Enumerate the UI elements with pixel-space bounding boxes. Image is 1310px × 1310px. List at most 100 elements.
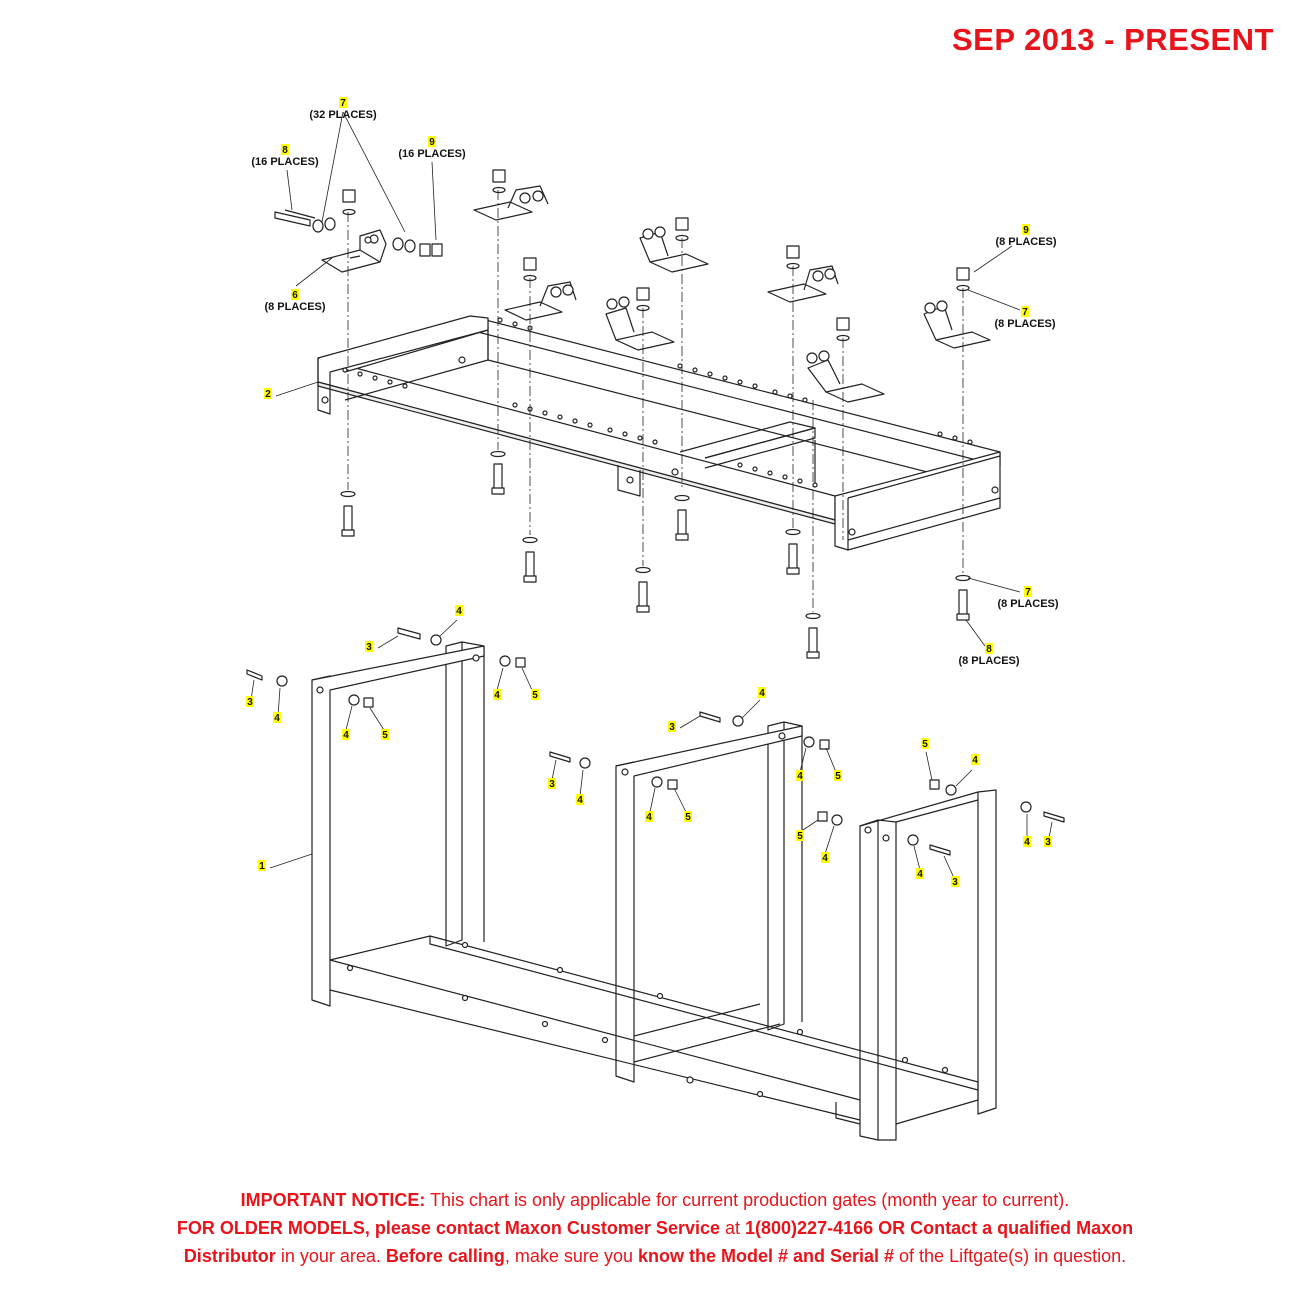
callout-number: 5: [922, 739, 928, 750]
callout-c1: 1: [258, 860, 266, 872]
notice-line-1: IMPORTANT NOTICE: This chart is only app…: [60, 1186, 1250, 1214]
callout-highlight: [916, 868, 924, 879]
callout-highlight: [796, 770, 804, 781]
callout-highlight: [985, 643, 993, 654]
callout-c8a: 8(16 PLACES): [251, 144, 319, 168]
mounting-brackets: [274, 169, 991, 403]
callout-number: 4: [646, 812, 652, 823]
callout-number: 6: [292, 290, 298, 301]
callout-number: 4: [456, 606, 462, 617]
leader-lines: [250, 111, 1053, 879]
callout-number: 7: [340, 98, 346, 109]
callout-number: 9: [429, 137, 435, 148]
callout-highlight: [1044, 836, 1052, 847]
callout-c4k: 4: [1023, 836, 1031, 848]
callout-c4l: 4: [916, 868, 924, 880]
callout-highlight: [1022, 224, 1030, 235]
callout-c4g: 4: [796, 770, 804, 782]
callout-highlight: [796, 830, 804, 841]
callout-highlight: [381, 729, 389, 740]
callout-highlight: [921, 738, 929, 749]
callout-c7b: 7(8 PLACES): [994, 306, 1056, 330]
callout-highlight: [645, 811, 653, 822]
callout-c6: 6(8 PLACES): [264, 289, 326, 313]
callout-highlight: [971, 754, 979, 765]
notice-before-calling: Before calling: [385, 1246, 505, 1266]
callout-highlight: [291, 289, 299, 300]
callout-number: 4: [343, 730, 349, 741]
callout-number: 3: [549, 779, 555, 790]
callout-places: (16 PLACES): [251, 156, 319, 168]
callout-highlight: [1021, 306, 1029, 317]
callout-c7c: 7(8 PLACES): [997, 586, 1059, 610]
callout-c3c: 3: [668, 721, 676, 733]
callout-c5d: 5: [684, 811, 692, 823]
callout-c4j: 4: [821, 852, 829, 864]
callout-places: (8 PLACES): [264, 301, 325, 313]
callout-c5e: 5: [921, 738, 929, 750]
callout-number: 5: [685, 812, 691, 823]
callout-highlight: [281, 144, 289, 155]
callout-number: 5: [532, 690, 538, 701]
callout-highlight: [258, 860, 266, 871]
callout-number: 4: [917, 869, 923, 880]
callout-highlight: [246, 696, 254, 707]
callout-number: 3: [366, 642, 372, 653]
callout-number: 5: [382, 730, 388, 741]
notice-text-1: This chart is only applicable for curren…: [425, 1190, 1070, 1210]
date-range-header: SEP 2013 - PRESENT: [951, 22, 1274, 57]
notice-text-4: , make sure you: [504, 1246, 638, 1266]
callout-highlight: [548, 778, 556, 789]
callout-number: 5: [835, 771, 841, 782]
notice-model-serial: know the Model # and Serial #: [637, 1246, 895, 1266]
lower-frame: [311, 641, 997, 1141]
callout-highlight: [1023, 836, 1031, 847]
callout-highlight: [365, 641, 373, 652]
callout-c8b: 8(8 PLACES): [958, 643, 1020, 667]
callout-c4c: 4: [493, 689, 501, 701]
notice-text-5: of the Liftgate(s) in question.: [894, 1246, 1127, 1266]
callout-c3b: 3: [246, 696, 254, 708]
callout-highlight: [1024, 586, 1032, 597]
lower-hardware: [246, 627, 1065, 856]
callout-number: 4: [494, 690, 500, 701]
upper-frame: [317, 315, 1001, 551]
callout-c4b: 4: [273, 712, 281, 724]
callout-places: (8 PLACES): [997, 598, 1058, 610]
notice-phone[interactable]: 1(800)227-4166 OR Contact a qualified Ma…: [745, 1218, 1134, 1238]
callout-places: (8 PLACES): [994, 318, 1055, 330]
callout-places: (8 PLACES): [995, 236, 1056, 248]
callout-c5b: 5: [381, 729, 389, 741]
callout-c4e: 4: [758, 687, 766, 699]
callout-number: 4: [822, 853, 828, 864]
callout-highlight: [493, 689, 501, 700]
callout-places: (8 PLACES): [958, 655, 1019, 667]
callout-c4a: 4: [455, 605, 463, 617]
important-notice: IMPORTANT NOTICE: This chart is only app…: [60, 1186, 1250, 1270]
callout-number: 3: [952, 877, 958, 888]
callout-number: 9: [1023, 225, 1029, 236]
callout-c7a: 7(32 PLACES): [309, 97, 377, 121]
callout-highlight: [758, 687, 766, 698]
notice-text-3: in your area.: [275, 1246, 386, 1266]
callout-number: 5: [797, 831, 803, 842]
callout-number: 1: [259, 861, 265, 872]
notice-older-models: FOR OLDER MODELS, please contact Maxon C…: [176, 1218, 720, 1238]
callout-c3d: 3: [548, 778, 556, 790]
callout-highlight: [428, 136, 436, 147]
callout-number: 4: [1024, 837, 1030, 848]
callout-highlight: [455, 605, 463, 616]
callout-number: 4: [759, 688, 765, 699]
callout-number: 4: [577, 795, 583, 806]
notice-heading: IMPORTANT NOTICE:: [240, 1190, 426, 1210]
callout-c5a: 5: [531, 689, 539, 701]
notice-line-3: Distributor in your area. Before calling…: [60, 1242, 1250, 1270]
callout-c5f: 5: [796, 830, 804, 842]
callout-number: 7: [1022, 307, 1028, 318]
callout-labels: 7(32 PLACES)8(16 PLACES)9(16 PLACES)6(8 …: [246, 97, 1059, 888]
notice-text-2: at: [720, 1218, 746, 1238]
notice-distributor: Distributor: [183, 1246, 276, 1266]
callout-number: 2: [265, 389, 271, 400]
callout-highlight: [342, 729, 350, 740]
callout-c4i: 4: [971, 754, 979, 766]
